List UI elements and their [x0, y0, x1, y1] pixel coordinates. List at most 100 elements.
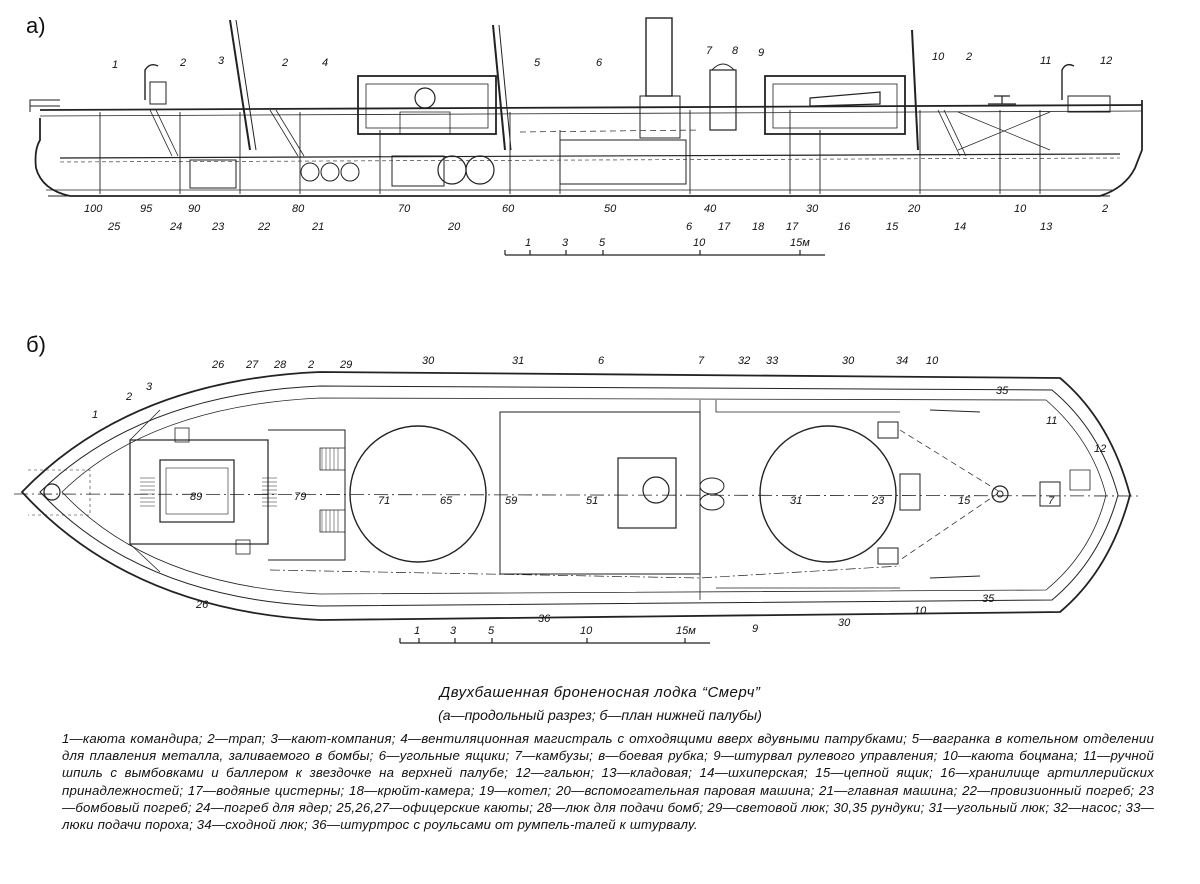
scale-label: 5: [488, 625, 495, 637]
scale-label: 5: [599, 237, 606, 249]
plan-callout: 29: [339, 359, 352, 371]
scale-label: 10: [580, 625, 593, 637]
plan-callout: 28: [273, 359, 287, 371]
plan-callout: 35: [982, 593, 995, 605]
centerline-number: 65: [440, 495, 453, 507]
profile-callout: 21: [311, 221, 324, 233]
plan-callout: 7: [698, 355, 705, 367]
profile-callout: 6: [686, 221, 693, 233]
profile-callout: 2: [965, 51, 972, 63]
scale-label: 1: [525, 237, 531, 249]
longitudinal-section: [29, 17, 1143, 197]
centerline-number: 31: [790, 495, 802, 507]
centerline-number: 89: [190, 491, 202, 503]
frame-number: 80: [292, 203, 305, 215]
profile-callout: 10: [932, 51, 945, 63]
legend-text: 1—каюта командира; 2—трап; 3—кают-компан…: [62, 731, 1154, 833]
scale-bar-b: 1 3 5 10 15м: [399, 625, 710, 644]
scale-label: 15м: [790, 237, 810, 249]
profile-callout: 22: [257, 221, 270, 233]
deck-plan: [13, 371, 1141, 621]
plan-callout: 1: [92, 409, 98, 421]
profile-callout: 25: [107, 221, 121, 233]
frame-number: 2: [1101, 203, 1108, 215]
scale-label: 3: [450, 625, 457, 637]
centerline-number: 51: [586, 495, 598, 507]
frame-number: 20: [907, 203, 921, 215]
centerline-number: 7: [1048, 495, 1055, 507]
plan-callout: 2: [125, 391, 132, 403]
plan-callout: 32: [738, 355, 750, 367]
centerline-number: 71: [378, 495, 390, 507]
profile-callout: 8: [732, 45, 739, 57]
plan-callout: 12: [1094, 443, 1106, 455]
profile-callout: 15: [886, 221, 899, 233]
scale-label: 10: [693, 237, 706, 249]
profile-callout: 5: [534, 57, 541, 69]
plan-callout: 10: [926, 355, 939, 367]
plan-callout: 26: [211, 359, 225, 371]
scale-label: 1: [414, 625, 420, 637]
scale-bar-a: 1 3 5 10 15м: [504, 237, 825, 256]
profile-callout: 24: [169, 221, 182, 233]
scale-label: 3: [562, 237, 569, 249]
plan-callout: 35: [996, 385, 1009, 397]
centerline-number: 59: [505, 495, 517, 507]
profile-callout: 11: [1040, 55, 1051, 67]
plan-callout: 3: [146, 381, 153, 393]
profile-callout: 20: [447, 221, 461, 233]
frame-number: 100: [84, 203, 103, 215]
plan-callout: 36: [538, 613, 551, 625]
plan-callout: 33: [766, 355, 779, 367]
plan-callout: 31: [512, 355, 524, 367]
frame-number: 90: [188, 203, 201, 215]
caption-subtitle: (а—продольный разрез; б—план нижней палу…: [438, 707, 762, 723]
plan-callout: 30: [422, 355, 435, 367]
plan-callout: 34: [896, 355, 908, 367]
frame-number: 40: [704, 203, 717, 215]
profile-callout: 16: [838, 221, 851, 233]
plan-callout: 27: [245, 359, 259, 371]
profile-callout: 14: [954, 221, 966, 233]
profile-callout: 2: [281, 57, 288, 69]
profile-callout: 18: [752, 221, 765, 233]
profile-callout: 7: [706, 45, 713, 57]
profile-callouts-top: 1 2 3 2 4 5 6 7 8 9 10 2 11 12: [112, 45, 1112, 71]
profile-callout: 17: [786, 221, 799, 233]
plan-callout: 30: [842, 355, 855, 367]
scale-label: 15м: [676, 625, 696, 637]
profile-callout: 9: [758, 47, 764, 59]
frame-number: 10: [1014, 203, 1027, 215]
plan-callout: 2: [307, 359, 314, 371]
frame-number: 70: [398, 203, 411, 215]
caption-title: Двухбашенная броненосная лодка “Смерч”: [439, 684, 761, 701]
centerline-number: 15: [958, 495, 971, 507]
profile-callouts-bottom: 25 24 23 22 21 20 6 17 18 17 16 15 14 13: [107, 221, 1053, 233]
profile-callout: 2: [179, 57, 186, 69]
plan-callout: 9: [752, 623, 758, 635]
profile-callout: 6: [596, 57, 603, 69]
plan-callout: 10: [914, 605, 927, 617]
profile-callout: 13: [1040, 221, 1053, 233]
section-b-label: б): [26, 332, 46, 357]
profile-callout: 3: [218, 55, 225, 67]
centerline-number: 23: [871, 495, 885, 507]
section-a-label: а): [26, 13, 46, 38]
profile-frame-numbers: 100 95 90 80 70 60 50 40 30 20 10 2: [84, 203, 1108, 215]
profile-callout: 4: [322, 57, 328, 69]
frame-number: 95: [140, 203, 153, 215]
plan-callouts: 1 2 3 26 27 28 2 29 30 31 6 7 32 33 30 3…: [92, 355, 1106, 635]
plan-callout: 30: [838, 617, 851, 629]
frame-number: 30: [806, 203, 819, 215]
frame-number: 60: [502, 203, 515, 215]
profile-callout: 23: [211, 221, 225, 233]
plan-callout: 26: [195, 599, 209, 611]
centerline-number: 79: [294, 491, 306, 503]
plan-centerline-numbers: 89 79 71 65 59 51 31 23 15 7: [190, 491, 1055, 507]
profile-callout: 17: [718, 221, 731, 233]
profile-callout: 1: [112, 59, 118, 71]
plan-callout: 6: [598, 355, 605, 367]
frame-number: 50: [604, 203, 617, 215]
